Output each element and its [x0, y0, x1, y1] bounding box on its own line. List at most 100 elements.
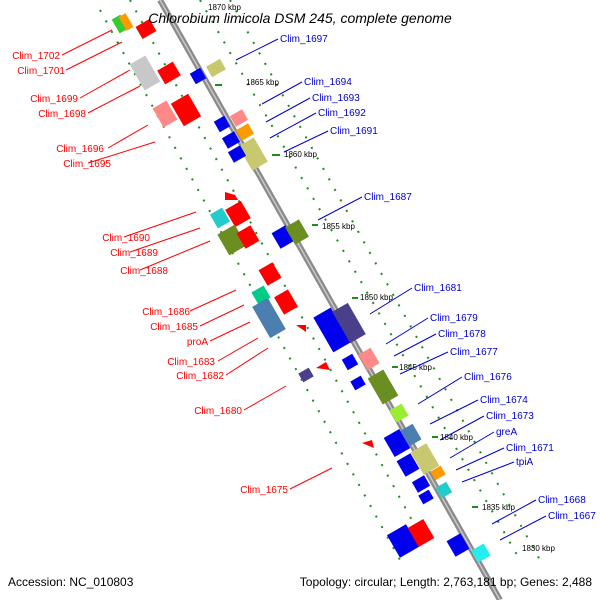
gene-label[interactable]: Clim_1674: [480, 395, 528, 406]
left-strand-features: [111, 13, 435, 558]
gene-label[interactable]: Clim_1702: [12, 51, 60, 62]
gene-label[interactable]: Clim_1677: [450, 347, 498, 358]
gene-feature[interactable]: [367, 369, 399, 405]
gene-feature[interactable]: [435, 481, 453, 499]
gene-feature[interactable]: [189, 67, 207, 85]
gene-label[interactable]: Clim_1680: [194, 406, 242, 417]
gene-label[interactable]: Clim_1676: [464, 372, 512, 383]
gene-feature[interactable]: [400, 423, 422, 447]
genome-title: Chlorobium limicola DSM 245, complete ge…: [148, 10, 452, 26]
gene-label[interactable]: Clim_1699: [30, 94, 78, 105]
gene-feature[interactable]: [157, 61, 181, 85]
gene-feature[interactable]: [446, 533, 470, 557]
gene-feature[interactable]: [418, 489, 434, 505]
gene-label[interactable]: Clim_1687: [364, 192, 412, 203]
gene-feature[interactable]: [332, 302, 366, 344]
gene-feature[interactable]: [407, 518, 435, 548]
gene-label[interactable]: Clim_1673: [486, 411, 534, 422]
gene-label[interactable]: Clim_1691: [330, 126, 378, 137]
gene-feature[interactable]: [225, 200, 251, 228]
gene-feature[interactable]: [209, 207, 231, 229]
gene-feature[interactable]: [285, 219, 309, 245]
right-connectors: [235, 38, 547, 541]
gene-feature[interactable]: [341, 353, 359, 371]
kbp-label: 1840 kbp: [440, 433, 473, 442]
right-gene-labels: Clim_1697 Clim_1694 Clim_1693 Clim_1692 …: [280, 34, 596, 522]
right-strand-features: [189, 58, 491, 563]
gene-label[interactable]: Clim_1696: [56, 144, 104, 155]
gene-feature[interactable]: [236, 225, 260, 249]
gene-feature[interactable]: [170, 93, 202, 127]
gene-label[interactable]: Clim_1695: [63, 159, 111, 170]
gene-label[interactable]: Clim_1681: [414, 283, 462, 294]
track-guides: [99, 0, 541, 561]
gene-feature[interactable]: [235, 123, 255, 141]
gene-feature[interactable]: [296, 325, 306, 332]
gene-label[interactable]: Clim_1693: [312, 93, 360, 104]
gene-feature[interactable]: [258, 262, 282, 286]
gene-feature[interactable]: [206, 58, 226, 78]
gene-feature[interactable]: [430, 465, 446, 481]
gene-feature[interactable]: [362, 440, 374, 448]
gene-feature[interactable]: [358, 347, 380, 371]
gene-label[interactable]: Clim_1679: [430, 313, 478, 324]
gene-feature[interactable]: [313, 307, 351, 353]
gene-label[interactable]: Clim_1689: [110, 248, 158, 259]
gene-label[interactable]: Clim_1690: [102, 233, 150, 244]
gene-label[interactable]: Clim_1686: [142, 307, 190, 318]
kbp-label: 1860 kbp: [284, 150, 317, 159]
gene-feature[interactable]: [410, 443, 440, 475]
gene-feature[interactable]: [389, 403, 409, 423]
gene-label[interactable]: Clim_1685: [150, 322, 198, 333]
left-connectors: [61, 29, 333, 490]
gene-label[interactable]: Clim_1682: [176, 371, 224, 382]
gene-feature[interactable]: [252, 297, 286, 339]
gene-feature[interactable]: [118, 13, 134, 31]
gene-feature[interactable]: [238, 137, 268, 171]
gene-label[interactable]: Clim_1683: [167, 357, 215, 368]
gene-feature[interactable]: [471, 543, 491, 563]
gene-feature[interactable]: [274, 289, 298, 315]
gene-label[interactable]: Clim_1678: [438, 329, 486, 340]
left-gene-labels: Clim_1702 Clim_1701 Clim_1699 Clim_1698 …: [12, 51, 288, 496]
gene-feature[interactable]: [111, 14, 129, 34]
gene-label[interactable]: Clim_1667: [548, 511, 596, 522]
gene-label[interactable]: tpiA: [516, 457, 534, 468]
gene-label[interactable]: Clim_1697: [280, 34, 328, 45]
gene-label[interactable]: Clim_1688: [120, 266, 168, 277]
kbp-label: 1830 kbp: [522, 544, 555, 553]
gene-label[interactable]: Clim_1668: [538, 495, 586, 506]
kbp-labels: 1870 kbp 1865 kbp 1860 kbp 1855 kbp 1850…: [208, 3, 555, 553]
gene-feature[interactable]: [129, 55, 161, 91]
gene-feature[interactable]: [225, 192, 238, 200]
gene-feature[interactable]: [411, 475, 431, 493]
kbp-label: 1850 kbp: [360, 293, 393, 302]
gene-label[interactable]: Clim_1675: [240, 485, 288, 496]
gene-label[interactable]: greA: [496, 427, 517, 438]
gene-feature[interactable]: [227, 145, 247, 163]
gene-label[interactable]: Clim_1701: [17, 66, 65, 77]
gene-feature[interactable]: [229, 109, 249, 127]
gene-feature[interactable]: [396, 453, 420, 477]
gene-label[interactable]: Clim_1694: [304, 77, 352, 88]
gene-feature[interactable]: [298, 367, 314, 383]
gene-feature[interactable]: [152, 100, 178, 128]
gene-feature[interactable]: [221, 131, 241, 149]
kbp-label: 1855 kbp: [322, 222, 355, 231]
kbp-label: 1865 kbp: [246, 78, 279, 87]
gene-feature[interactable]: [217, 224, 247, 256]
kbp-label: 1835 kbp: [482, 503, 515, 512]
gene-feature[interactable]: [386, 524, 420, 558]
gene-feature[interactable]: [135, 18, 157, 40]
gene-feature[interactable]: [213, 115, 231, 133]
genome-summary-text: Topology: circular; Length: 2,763,181 bp…: [299, 575, 592, 589]
gene-label[interactable]: Clim_1671: [506, 443, 554, 454]
gene-label[interactable]: proA: [187, 337, 208, 348]
gene-label[interactable]: Clim_1698: [38, 109, 86, 120]
gene-label[interactable]: Clim_1692: [318, 108, 366, 119]
gene-feature[interactable]: [350, 375, 366, 391]
gene-feature[interactable]: [316, 362, 330, 370]
gene-feature[interactable]: [383, 428, 411, 458]
